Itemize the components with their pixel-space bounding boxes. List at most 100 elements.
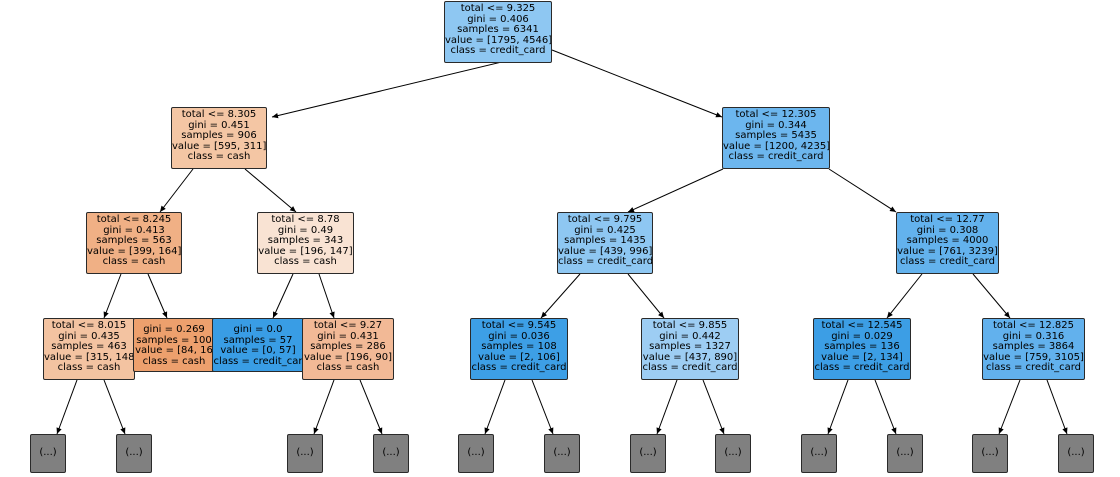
node-samples: samples = 6341 bbox=[457, 24, 539, 36]
node-class: class = credit_card bbox=[899, 256, 996, 268]
edge-arrowhead bbox=[56, 427, 62, 434]
tree-node: total <= 9.795 gini = 0.425 samples = 14… bbox=[557, 212, 653, 274]
tree-edge bbox=[531, 379, 554, 435]
node-samples: samples = 5435 bbox=[735, 130, 817, 142]
truncated-subtree: (...) bbox=[458, 434, 494, 473]
node-split-rule: total <= 8.305 bbox=[181, 109, 257, 120]
tree-node: total <= 12.305 gini = 0.344 samples = 5… bbox=[722, 107, 830, 169]
node-split-rule: total <= 9.27 bbox=[313, 320, 383, 331]
tree-edge bbox=[244, 168, 297, 213]
edge-arrowhead bbox=[628, 207, 635, 212]
node-value: value = [439, 996] bbox=[558, 245, 653, 257]
tree-edge bbox=[627, 273, 665, 319]
tree-node: total <= 8.015 gini = 0.435 samples = 46… bbox=[43, 318, 135, 380]
node-gini: gini = 0.413 bbox=[103, 224, 165, 236]
tree-edge bbox=[103, 379, 126, 435]
tree-edge bbox=[551, 49, 723, 118]
node-class: class = cash bbox=[187, 151, 251, 163]
truncated-label: (...) bbox=[467, 447, 485, 459]
node-value: value = [1200, 4235] bbox=[723, 140, 830, 152]
node-value: value = [0, 57] bbox=[220, 345, 296, 357]
edge-arrowhead bbox=[289, 206, 296, 212]
node-class: class = cash bbox=[274, 256, 337, 268]
node-samples: samples = 906 bbox=[181, 130, 257, 142]
tree-edge bbox=[272, 273, 294, 319]
tree-node: total <= 8.305 gini = 0.451 samples = 90… bbox=[171, 107, 267, 169]
node-gini: gini = 0.308 bbox=[916, 224, 979, 236]
node-gini: gini = 0.425 bbox=[574, 224, 636, 236]
truncated-label: (...) bbox=[896, 447, 914, 459]
tree-edge bbox=[874, 379, 897, 435]
tree-node: total <= 8.78 gini = 0.49 samples = 343 … bbox=[257, 212, 354, 274]
node-split-rule: total <= 9.855 bbox=[652, 320, 728, 331]
node-samples: samples = 136 bbox=[824, 341, 900, 353]
node-split-rule: total <= 12.825 bbox=[993, 320, 1074, 331]
node-split-rule: total <= 9.325 bbox=[460, 3, 536, 14]
tree-edge bbox=[886, 273, 923, 319]
truncated-subtree: (...) bbox=[373, 434, 409, 473]
tree-edge bbox=[484, 379, 506, 435]
node-value: value = [84, 16 bbox=[135, 345, 213, 357]
node-samples: samples = 1435 bbox=[564, 235, 646, 247]
tree-edge bbox=[540, 273, 581, 319]
tree-node: total <= 9.855 gini = 0.442 samples = 13… bbox=[641, 318, 739, 380]
node-samples: samples = 3864 bbox=[992, 341, 1075, 353]
tree-edge bbox=[103, 273, 122, 319]
tree-edge bbox=[702, 379, 725, 435]
tree-node: total <= 12.545 gini = 0.029 samples = 1… bbox=[813, 318, 911, 380]
edge-arrowhead bbox=[548, 427, 554, 434]
tree-edge bbox=[656, 379, 678, 435]
node-gini: gini = 0.451 bbox=[188, 119, 250, 131]
node-samples: samples = 100 bbox=[136, 334, 212, 346]
node-class: class = cash bbox=[142, 355, 206, 367]
edge-arrowhead bbox=[719, 427, 725, 434]
edge-arrowhead bbox=[329, 311, 335, 318]
tree-edge bbox=[56, 379, 78, 435]
node-value: value = [399, 164] bbox=[87, 245, 182, 257]
tree-node-root: total <= 9.325 gini = 0.406 samples = 63… bbox=[444, 1, 552, 63]
node-gini: gini = 0.0 bbox=[233, 324, 283, 335]
node-class: class = cash bbox=[316, 362, 380, 374]
node-class: class = cash bbox=[102, 256, 166, 268]
node-samples: samples = 1327 bbox=[649, 341, 731, 353]
edge-arrowhead bbox=[998, 427, 1004, 434]
truncated-subtree: (...) bbox=[972, 434, 1008, 473]
edge-arrowhead bbox=[1062, 427, 1068, 434]
truncated-subtree: (...) bbox=[801, 434, 837, 473]
node-split-rule: total <= 12.305 bbox=[735, 109, 817, 120]
truncated-label: (...) bbox=[125, 447, 143, 459]
edge-arrowhead bbox=[1004, 311, 1010, 318]
tree-node: total <= 12.825 gini = 0.316 samples = 3… bbox=[982, 318, 1085, 380]
node-class: class = credit_card bbox=[728, 151, 824, 163]
node-samples: samples = 108 bbox=[481, 341, 557, 353]
edge-arrowhead bbox=[889, 206, 896, 212]
edge-arrowhead bbox=[658, 311, 664, 318]
node-value: value = [761, 3239] bbox=[897, 245, 998, 257]
node-value: value = [2, 134] bbox=[821, 351, 903, 363]
node-samples: samples = 343 bbox=[267, 235, 344, 247]
node-split-rule: total <= 12.545 bbox=[821, 320, 903, 331]
truncated-label: (...) bbox=[39, 447, 57, 459]
tree-node-leaf: gini = 0.269 samples = 100 value = [84, … bbox=[133, 318, 215, 372]
tree-node-leaf: gini = 0.0 samples = 57 value = [0, 57] … bbox=[212, 318, 304, 372]
node-samples: samples = 4000 bbox=[906, 235, 989, 247]
node-split-rule: total <= 8.245 bbox=[96, 214, 172, 225]
node-gini: gini = 0.435 bbox=[58, 330, 120, 342]
edge-arrowhead bbox=[162, 311, 168, 318]
truncated-label: (...) bbox=[553, 447, 571, 459]
truncated-label: (...) bbox=[981, 447, 999, 459]
tree-edge bbox=[1046, 379, 1068, 435]
node-class: class = credit_card bbox=[814, 362, 910, 374]
truncated-subtree: (...) bbox=[630, 434, 666, 473]
truncated-subtree: (...) bbox=[116, 434, 152, 473]
node-value: value = [595, 311] bbox=[172, 140, 267, 152]
node-class: class = credit_card bbox=[558, 256, 653, 268]
tree-edge bbox=[147, 273, 168, 319]
node-value: value = [437, 890] bbox=[642, 351, 738, 363]
node-gini: gini = 0.431 bbox=[317, 330, 379, 342]
truncated-subtree: (...) bbox=[1058, 434, 1094, 473]
node-gini: gini = 0.316 bbox=[1002, 330, 1065, 342]
node-gini: gini = 0.036 bbox=[488, 330, 550, 342]
node-samples: samples = 57 bbox=[223, 334, 293, 346]
